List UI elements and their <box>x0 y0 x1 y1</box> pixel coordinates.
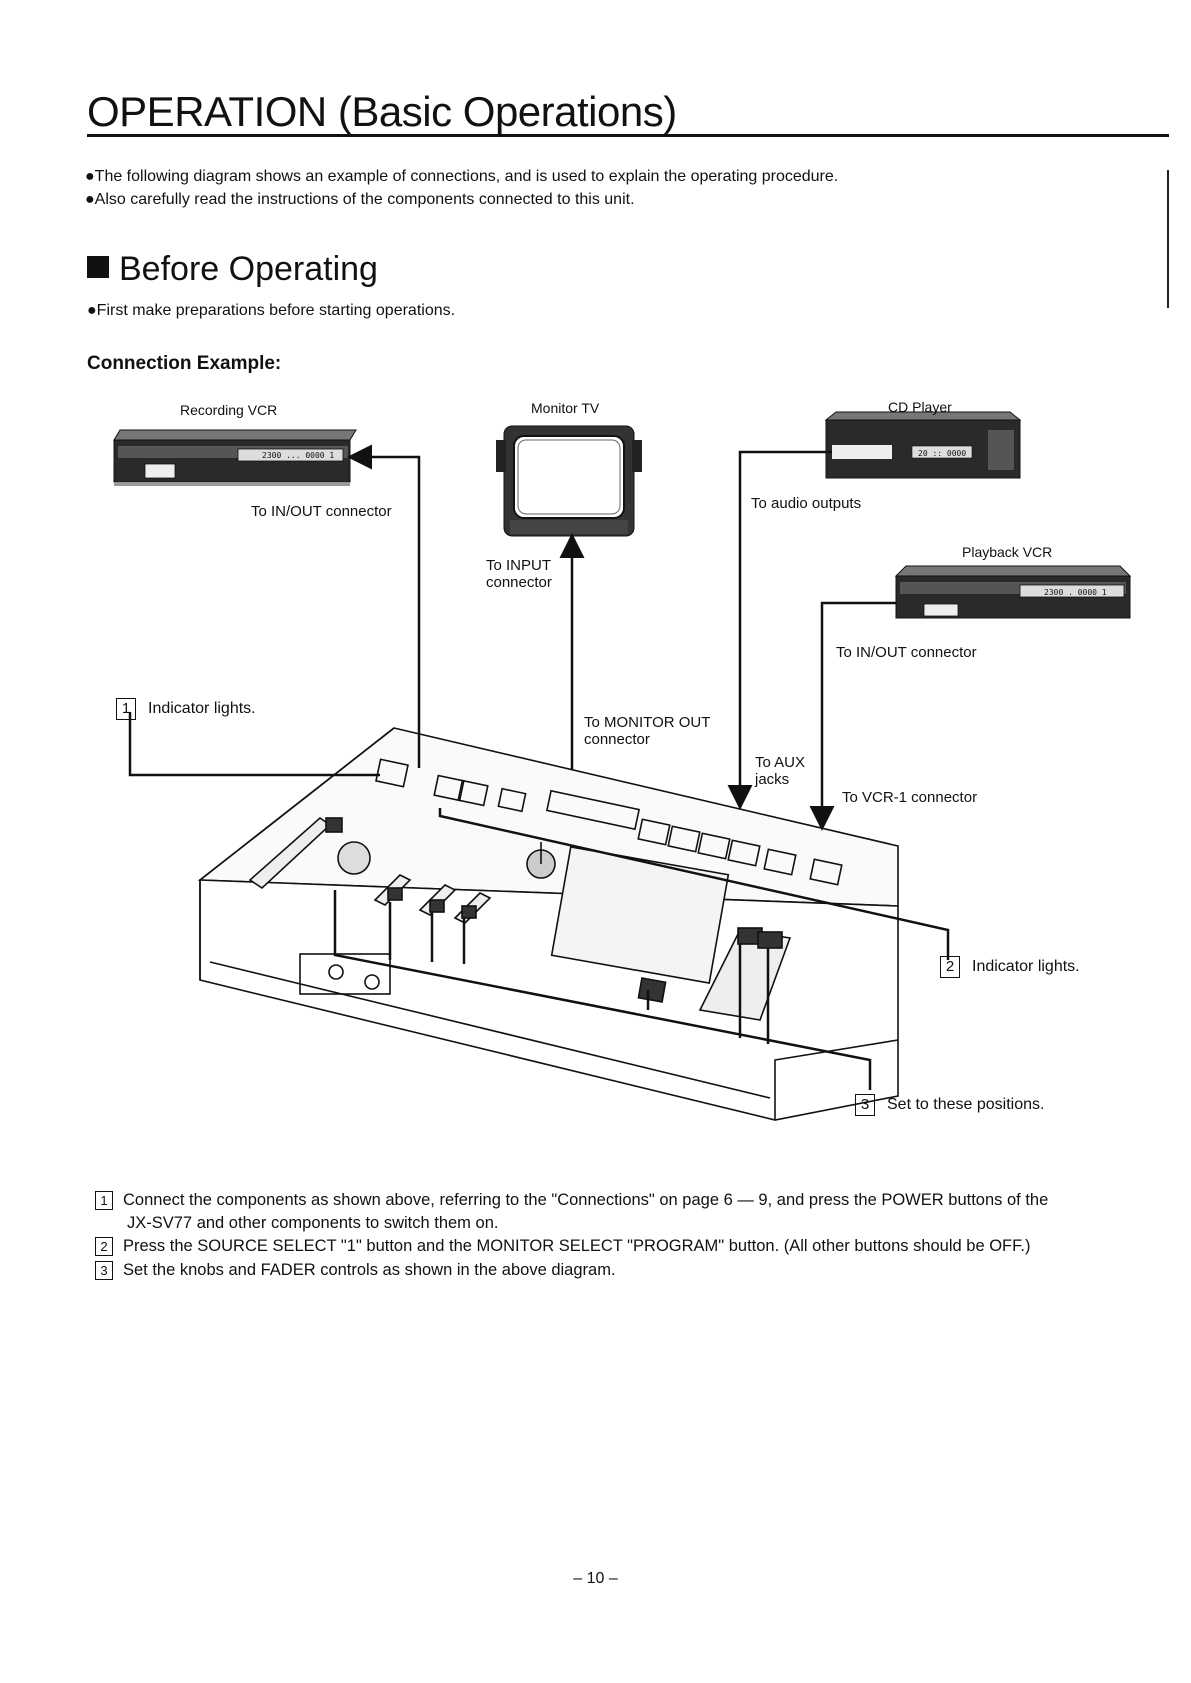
vcr1-label: To VCR-1 connector <box>842 789 978 806</box>
playback-vcr-label: Playback VCR <box>962 544 1053 560</box>
callout-1-text: Indicator lights. <box>148 700 256 717</box>
intro-line-1: ●The following diagram shows an example … <box>85 168 839 185</box>
step-1: 1 Connect the components as shown above, … <box>95 1191 1048 1210</box>
section-heading: Before Operating <box>87 250 378 289</box>
page-number: – 10 – <box>573 1570 618 1587</box>
step-1-text: Connect the components as shown above, r… <box>123 1191 1049 1209</box>
cd-player-label: CD Player <box>888 399 952 415</box>
monitor-out-label-2: connector <box>584 731 650 748</box>
monitor-tv-icon <box>496 425 642 537</box>
callout-2: 2 Indicator lights. <box>940 956 1080 978</box>
tv-input-label-1: To INPUT <box>486 557 552 574</box>
rec-inout-label: To IN/OUT connector <box>251 503 392 520</box>
tv-input-label-2: connector <box>486 574 552 591</box>
section-note: ●First make preparations before starting… <box>87 302 456 319</box>
cd-player-icon: 20 :: 0000 <box>824 411 1022 479</box>
callout-2-number: 2 <box>940 956 960 978</box>
aux-label-2: jacks <box>755 771 790 788</box>
audio-outputs-label: To audio outputs <box>751 495 862 512</box>
rec-vcr-display: 2300 ... 0000 1 <box>262 451 334 460</box>
pb-inout-label: To IN/OUT connector <box>836 644 977 661</box>
callout-3-number: 3 <box>855 1094 875 1116</box>
monitor-out-label-1: To MONITOR OUT <box>584 714 711 731</box>
playback-vcr-icon: 2300 . 0000 1 <box>894 565 1132 619</box>
step-3-text: Set the knobs and FADER controls as show… <box>123 1261 616 1279</box>
step-2-text: Press the SOURCE SELECT "1" button and t… <box>123 1237 1031 1255</box>
connection-example-heading: Connection Example: <box>87 353 282 374</box>
step-3-number: 3 <box>95 1261 113 1280</box>
intro-line-2: ●Also carefully read the instructions of… <box>85 191 635 208</box>
recording-vcr-label: Recording VCR <box>180 402 278 418</box>
margin-rule <box>1167 170 1169 308</box>
recording-vcr-icon: 2300 ... 0000 1 <box>113 429 357 486</box>
callout-2-text: Indicator lights. <box>972 958 1080 975</box>
callout-1-number: 1 <box>116 698 136 720</box>
section-heading-text: Before Operating <box>119 250 378 288</box>
connection-lines <box>128 444 950 1090</box>
callout-1: 1 Indicator lights. <box>116 698 256 720</box>
mixer-unit-illustration <box>197 727 899 1121</box>
monitor-tv-label: Monitor TV <box>531 400 600 416</box>
pb-vcr-display: 2300 . 0000 1 <box>1044 588 1107 597</box>
step-2-number: 2 <box>95 1237 113 1256</box>
callout-3-text: Set to these positions. <box>887 1096 1045 1113</box>
cd-display: 20 :: 0000 <box>918 449 966 458</box>
square-bullet-icon <box>87 256 109 278</box>
callout-3: 3 Set to these positions. <box>855 1094 1044 1116</box>
page-title: OPERATION (Basic Operations) <box>87 88 677 135</box>
step-2: 2 Press the SOURCE SELECT "1" button and … <box>95 1237 1030 1256</box>
step-1-number: 1 <box>95 1191 113 1210</box>
step-3: 3 Set the knobs and FADER controls as sho… <box>95 1261 616 1280</box>
title-rule <box>87 134 1169 137</box>
step-1-continued: JX-SV77 and other components to switch t… <box>127 1214 499 1232</box>
aux-label-1: To AUX <box>755 754 806 771</box>
